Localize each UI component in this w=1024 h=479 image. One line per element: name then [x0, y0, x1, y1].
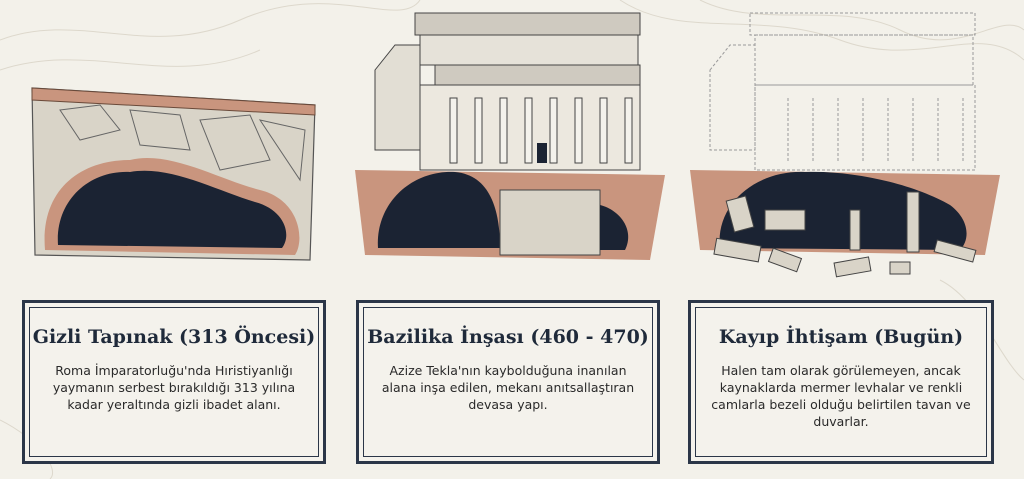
panel-description: Halen tam olarak görülemeyen, ancak kayn…: [711, 363, 971, 429]
panel-description: Azize Tekla'nın kaybolduğuna inanılan al…: [381, 363, 635, 412]
panel-description: Roma İmparatorluğu'nda Hıristiyanlığı ya…: [52, 363, 296, 412]
panel-title: Bazilika İnşası (460 - 470): [367, 326, 649, 348]
panel-hidden-temple: Gizli Tapınak (313 Öncesi) Roma İmparato…: [22, 300, 326, 464]
panel-basilica-construction: Bazilika İnşası (460 - 470) Azize Tekla'…: [356, 300, 660, 464]
hidden-cave-illustration: [31, 87, 316, 261]
panel-title: Gizli Tapınak (313 Öncesi): [32, 326, 316, 348]
ruins-in-cave-illustration: [690, 12, 1000, 278]
basilica-over-cave-illustration: [355, 12, 665, 260]
panel-title: Kayıp İhtişam (Bugün): [718, 326, 964, 348]
panel-lost-splendor: Kayıp İhtişam (Bugün) Halen tam olarak g…: [688, 300, 994, 464]
